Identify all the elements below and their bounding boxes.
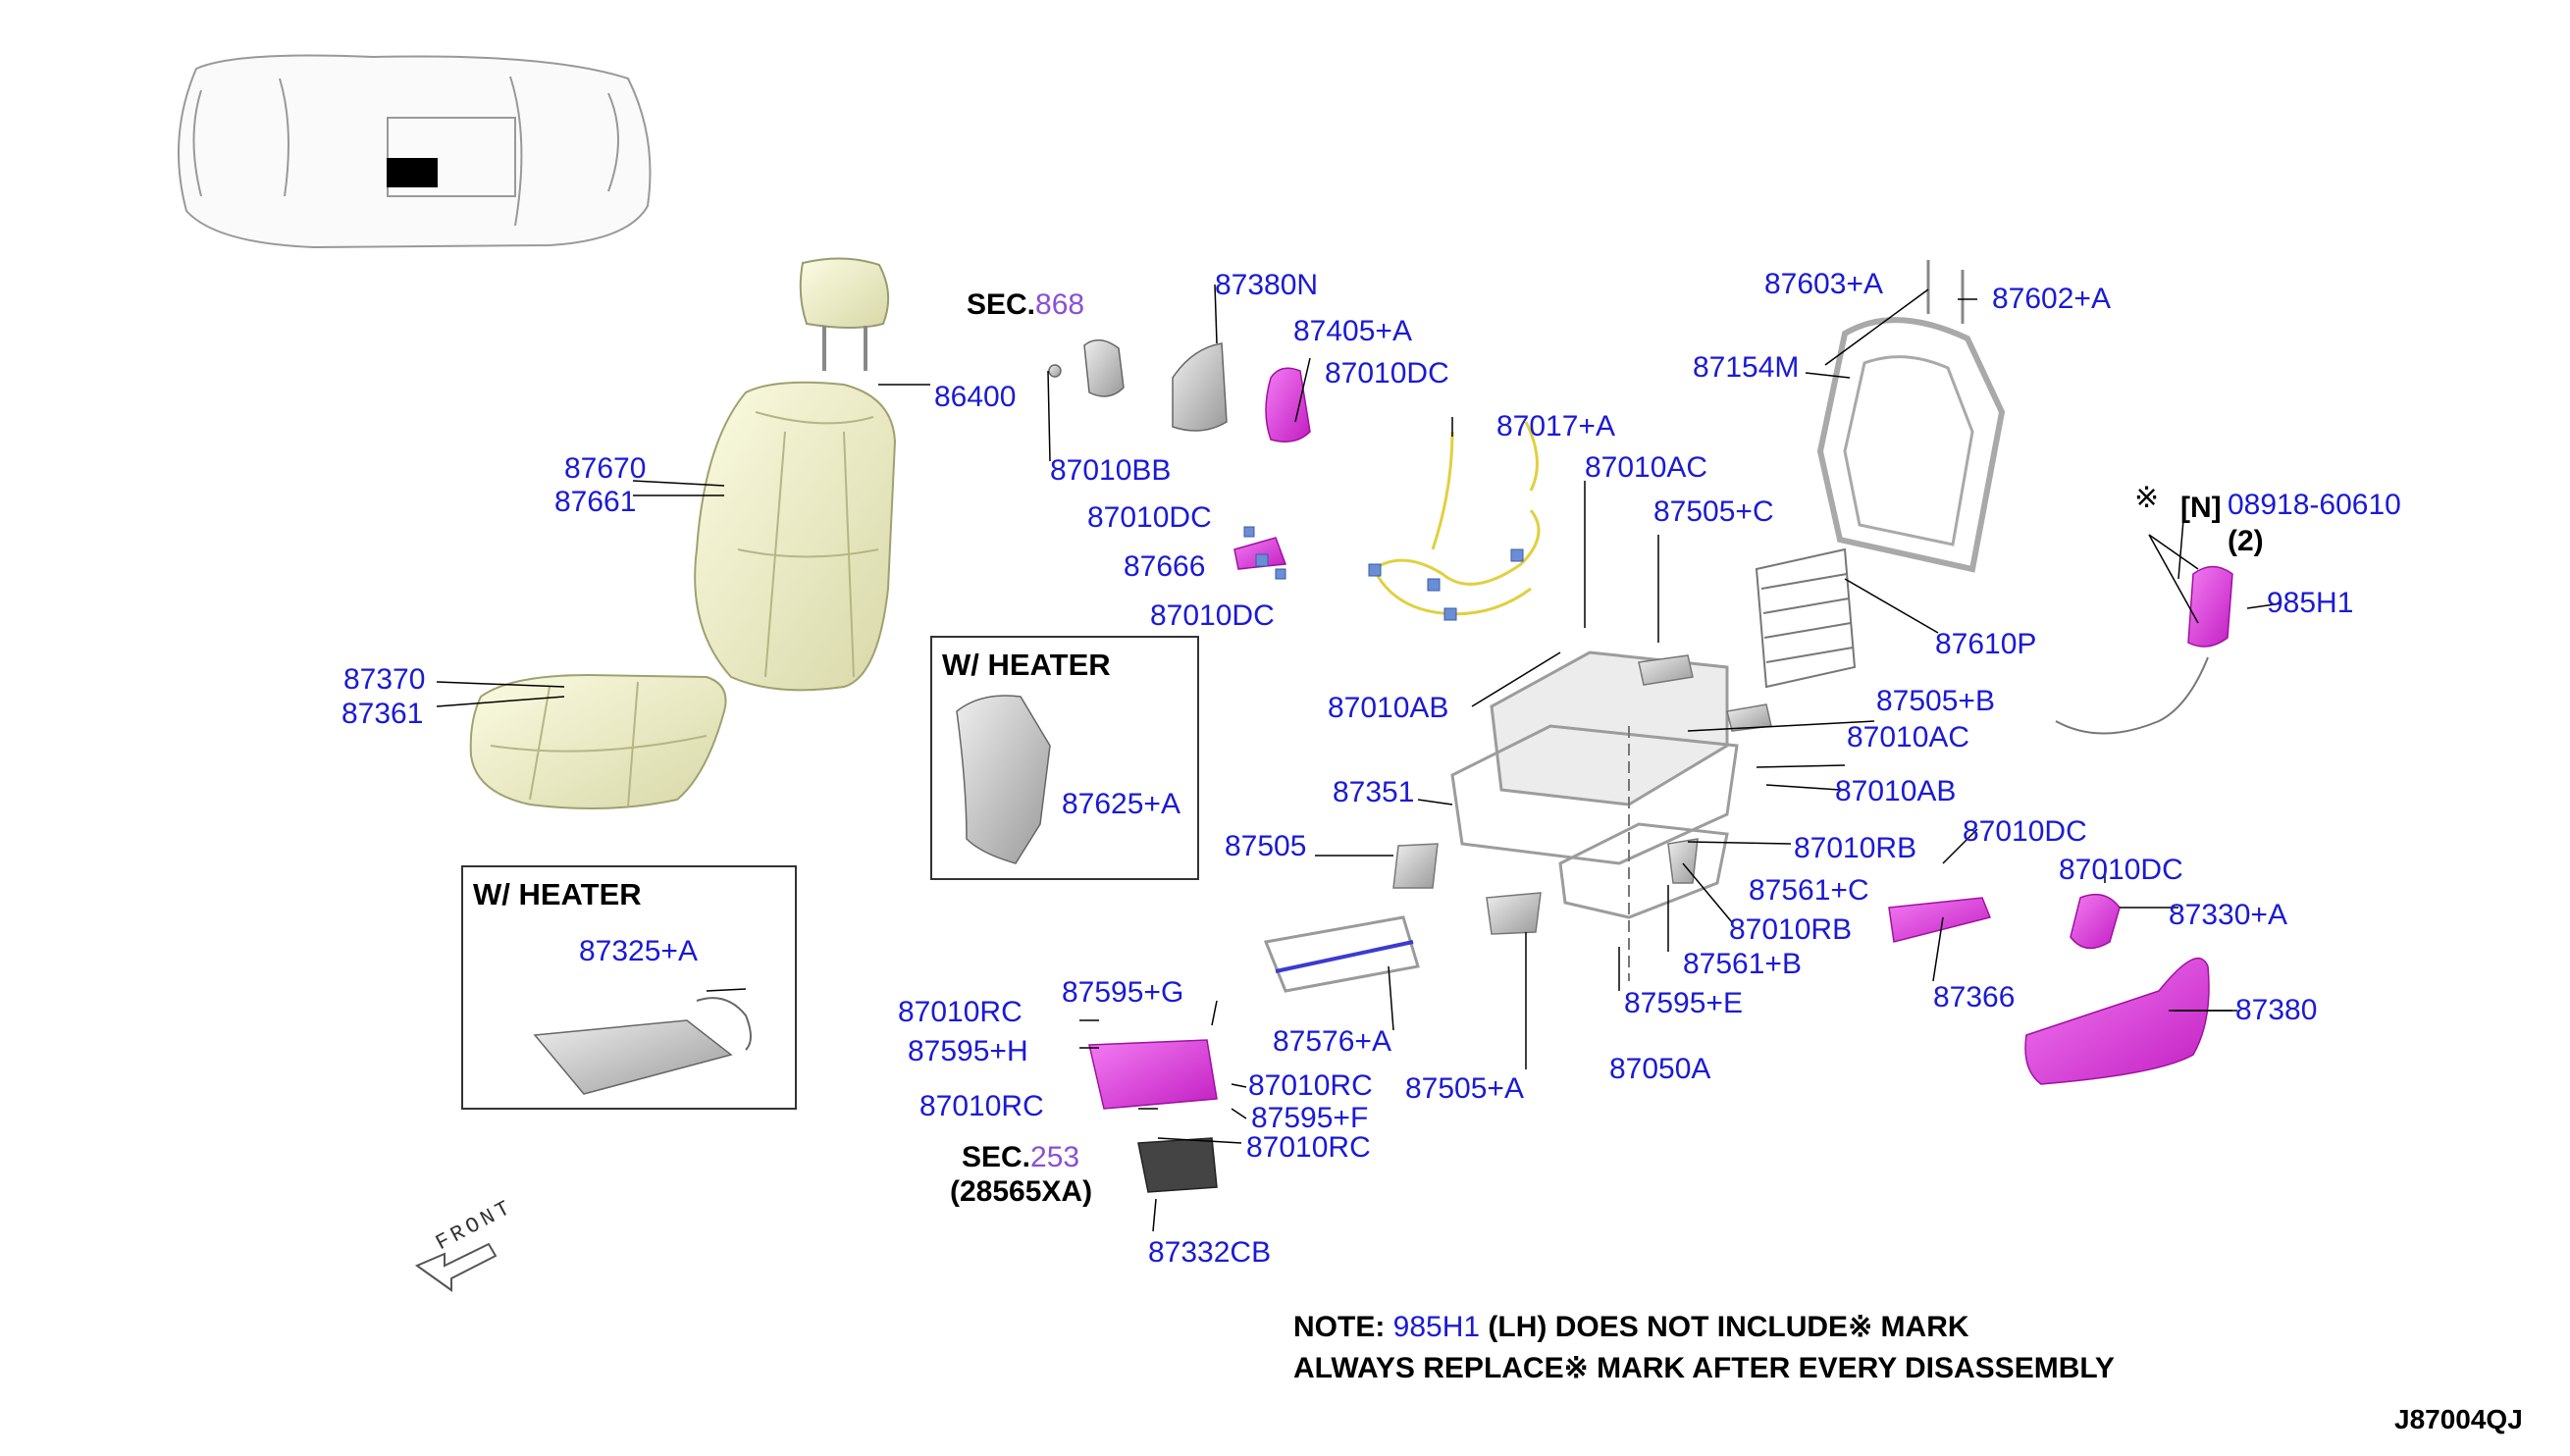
callout-87610P[interactable]: 87610P bbox=[1935, 628, 2037, 660]
wiring-harness-illustration bbox=[1372, 421, 1541, 616]
callout-87010DC-a[interactable]: 87010DC bbox=[1325, 357, 1449, 390]
callout-87010AC-a[interactable]: 87010AC bbox=[1585, 451, 1708, 484]
quantity-label: (2) bbox=[2228, 525, 2264, 557]
note-line-1: NOTE: 985H1 (LH) DOES NOT INCLUDE※ MARK bbox=[1293, 1311, 1969, 1343]
callout-87361[interactable]: 87361 bbox=[341, 698, 424, 730]
callout-87576A[interactable]: 87576+A bbox=[1273, 1025, 1391, 1058]
callout-87010DC-c[interactable]: 87010DC bbox=[1150, 599, 1275, 632]
callout-87561B[interactable]: 87561+B bbox=[1683, 948, 1802, 980]
heater-box-backrest: W/ HEATER bbox=[930, 636, 1199, 880]
callout-87351[interactable]: 87351 bbox=[1333, 776, 1415, 808]
callout-86400[interactable]: 86400 bbox=[934, 381, 1017, 413]
highlighted-parts-illustration bbox=[1088, 367, 2233, 1110]
callout-87380N[interactable]: 87380N bbox=[1215, 269, 1319, 301]
callout-87595H[interactable]: 87595+H bbox=[908, 1035, 1028, 1067]
diagram-id: J87004QJ bbox=[2394, 1404, 2523, 1434]
callout-985H1[interactable]: 985H1 bbox=[2267, 587, 2354, 619]
callout-87561C[interactable]: 87561+C bbox=[1749, 874, 1869, 907]
note-line-2: ALWAYS REPLACE※ MARK AFTER EVERY DISASSE… bbox=[1293, 1352, 2115, 1384]
seat-cushion-illustration bbox=[469, 673, 727, 809]
track-rail-illustration bbox=[1263, 915, 1420, 993]
section-ref-868: SEC.868 bbox=[967, 288, 1085, 321]
spring-mat-illustration bbox=[1755, 547, 1857, 689]
callout-87666[interactable]: 87666 bbox=[1124, 550, 1206, 583]
seat-frame-illustration bbox=[1450, 650, 1739, 919]
brackets-illustration bbox=[1392, 654, 1772, 935]
callout-87010RC-b[interactable]: 87010RC bbox=[1248, 1069, 1373, 1102]
callout-87010DC-e[interactable]: 87010DC bbox=[2059, 854, 2183, 886]
section-link-868[interactable]: 868 bbox=[1035, 288, 1085, 321]
small-parts-illustration bbox=[1048, 339, 1228, 432]
seatback-frame-illustration bbox=[1816, 317, 2006, 573]
callout-87380[interactable]: 87380 bbox=[2235, 994, 2318, 1026]
vehicle-outline-illustration bbox=[178, 54, 652, 249]
section-253-subtitle: (28565XA) bbox=[950, 1175, 1093, 1208]
callout-87505A[interactable]: 87505+A bbox=[1405, 1072, 1524, 1105]
callout-87154M[interactable]: 87154M bbox=[1693, 351, 1800, 384]
callout-87010AC-b[interactable]: 87010AC bbox=[1847, 721, 1970, 754]
callout-87595F[interactable]: 87595+F bbox=[1251, 1102, 1369, 1134]
headrest-illustration bbox=[799, 257, 890, 371]
callout-87625A[interactable]: 87625+A bbox=[1062, 788, 1180, 820]
callout-87010BB[interactable]: 87010BB bbox=[1050, 454, 1172, 487]
leader-lines bbox=[436, 284, 2282, 1232]
callout-87661[interactable]: 87661 bbox=[554, 486, 637, 518]
callout-87505[interactable]: 87505 bbox=[1225, 830, 1307, 862]
seatback-cushion-illustration bbox=[694, 381, 897, 692]
callout-87595E[interactable]: 87595+E bbox=[1624, 987, 1743, 1019]
callout-87405A[interactable]: 87405+A bbox=[1293, 315, 1412, 347]
callout-87010AB-a[interactable]: 87010AB bbox=[1328, 692, 1449, 724]
callout-87603A[interactable]: 87603+A bbox=[1764, 268, 1883, 300]
callout-87010AB-b[interactable]: 87010AB bbox=[1835, 775, 1957, 807]
callout-08918-60610[interactable]: 08918-60610 bbox=[2228, 489, 2401, 521]
callout-87332CB[interactable]: 87332CB bbox=[1148, 1236, 1272, 1269]
mark-n-label: [N] bbox=[2180, 492, 2222, 524]
callout-87010DC-b[interactable]: 87010DC bbox=[1087, 501, 1212, 534]
note-link-985H1[interactable]: 985H1 bbox=[1392, 1311, 1481, 1343]
heater-box-cushion-title: W/ HEATER bbox=[473, 877, 642, 911]
lumbar-support-illustration bbox=[956, 695, 1051, 864]
front-arrow-icon bbox=[414, 1242, 498, 1292]
callout-87370[interactable]: 87370 bbox=[343, 663, 426, 696]
callout-87505B[interactable]: 87505+B bbox=[1876, 685, 1995, 717]
callout-87670[interactable]: 87670 bbox=[564, 452, 647, 485]
callout-87010RB-a[interactable]: 87010RB bbox=[1794, 832, 1917, 864]
callout-87050A[interactable]: 87050A bbox=[1609, 1053, 1711, 1085]
callout-87505C[interactable]: 87505+C bbox=[1653, 495, 1774, 528]
callout-87325A[interactable]: 87325+A bbox=[579, 935, 698, 967]
callout-87330A[interactable]: 87330+A bbox=[2169, 899, 2287, 931]
callout-87010RB-b[interactable]: 87010RB bbox=[1729, 913, 1853, 946]
callout-87602A[interactable]: 87602+A bbox=[1992, 283, 2111, 315]
mark-symbol: ※ bbox=[2134, 482, 2160, 514]
callout-87595G[interactable]: 87595+G bbox=[1062, 976, 1184, 1009]
heater-box-cushion: W/ HEATER bbox=[461, 865, 797, 1110]
section-link-253[interactable]: 253 bbox=[1030, 1141, 1080, 1173]
callout-87010DC-d[interactable]: 87010DC bbox=[1963, 815, 2087, 848]
heater-mat-illustration bbox=[533, 1019, 733, 1095]
callout-87010RC-d[interactable]: 87010RC bbox=[1246, 1131, 1371, 1164]
callout-87010RC-a[interactable]: 87010RC bbox=[898, 996, 1023, 1028]
callout-87366[interactable]: 87366 bbox=[1933, 981, 2016, 1014]
heater-box-backrest-title: W/ HEATER bbox=[942, 648, 1111, 682]
callout-87010RC-c[interactable]: 87010RC bbox=[919, 1090, 1044, 1122]
section-ref-253: SEC.253 bbox=[962, 1141, 1080, 1173]
callout-87017A[interactable]: 87017+A bbox=[1496, 410, 1615, 442]
control-module-illustration bbox=[1137, 1137, 1218, 1193]
